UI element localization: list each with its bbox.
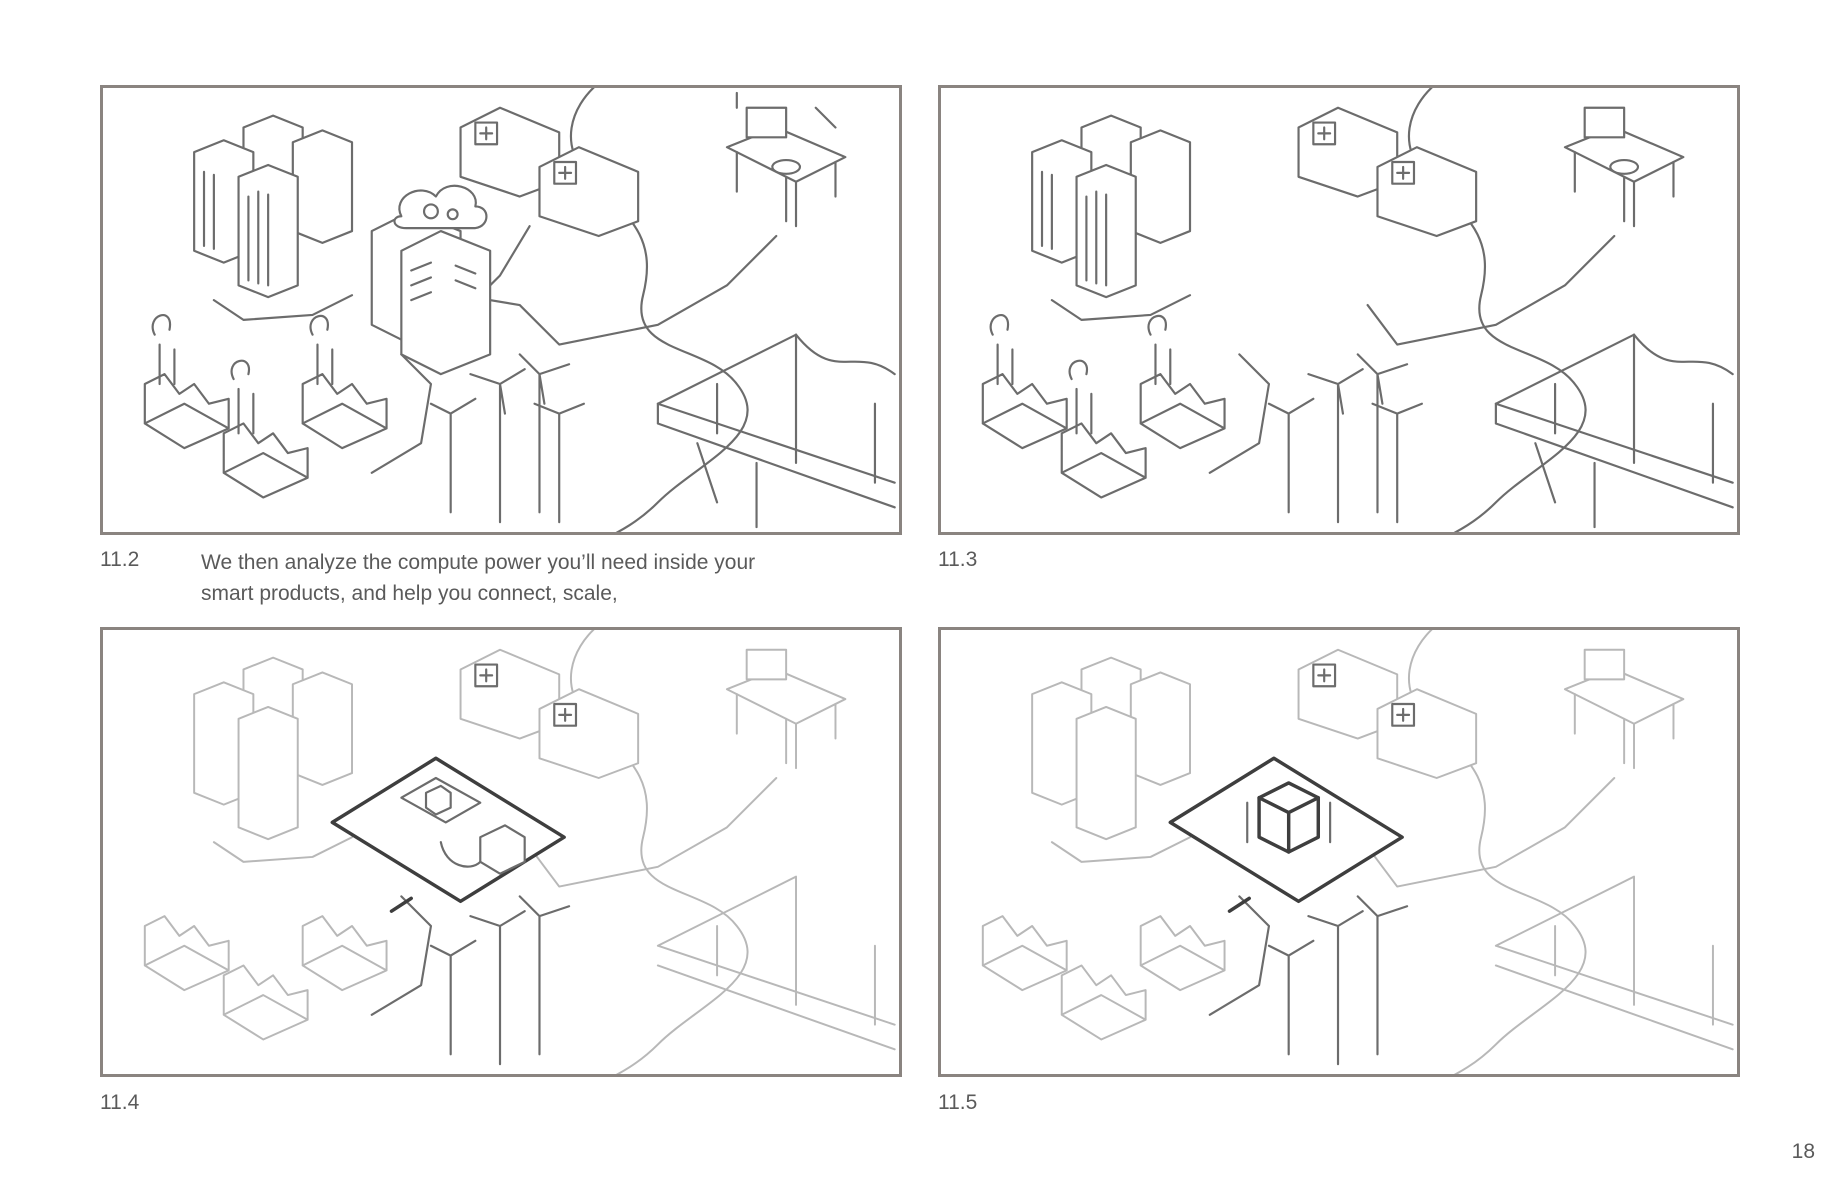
cube-icon xyxy=(424,784,452,816)
caption-line: smart products, and help you connect, sc… xyxy=(201,582,618,605)
factory-icon xyxy=(981,915,1226,1041)
oil-rig-icon xyxy=(725,91,847,228)
sketch-illustration-11-3 xyxy=(981,88,1734,532)
sketch-illustration-11-5 xyxy=(981,630,1734,1074)
wind-turbine-icon xyxy=(429,895,571,1066)
storyboard-panel-11-2 xyxy=(100,85,902,535)
medical-device-icon xyxy=(459,648,640,779)
sketch-illustration-11-2 xyxy=(143,88,896,532)
oil-rig-icon xyxy=(1563,106,1685,228)
office-buildings-icon xyxy=(1031,656,1191,841)
panel-label: 11.4 xyxy=(100,1091,140,1114)
wind-turbine-icon xyxy=(1267,895,1409,1066)
medical-device-icon xyxy=(459,106,640,238)
oil-rig-icon xyxy=(725,648,847,770)
factory-icon xyxy=(143,314,388,499)
wind-turbine-icon xyxy=(429,353,585,524)
caption-line: We then analyze the compute power you’ll… xyxy=(201,551,756,574)
connection-line xyxy=(459,234,778,346)
platform-diamond-icon xyxy=(1168,756,1404,913)
factory-icon xyxy=(981,314,1226,499)
office-buildings-icon xyxy=(193,114,354,299)
server-cluster-icon xyxy=(370,184,492,376)
medical-device-icon xyxy=(1297,106,1478,238)
office-buildings-icon xyxy=(1031,114,1192,299)
storyboard-panel-11-3 xyxy=(938,85,1740,535)
oil-rig-icon xyxy=(1563,648,1685,770)
power-line-icon xyxy=(1494,875,1734,1051)
cloud-gears-icon xyxy=(393,184,488,230)
sketch-illustration-11-4 xyxy=(143,630,896,1074)
power-line-icon xyxy=(656,875,896,1051)
storyboard-panel-11-4 xyxy=(100,627,902,1077)
page-number: 18 xyxy=(1791,1140,1815,1163)
connection-line xyxy=(212,294,354,321)
panel-label: 11.5 xyxy=(938,1091,978,1114)
panel-label: 11.3 xyxy=(938,548,978,571)
panel-caption: We then analyze the compute power you’ll… xyxy=(201,547,891,609)
storyboard-panel-11-5 xyxy=(938,627,1740,1077)
panel-label: 11.2 xyxy=(100,548,140,571)
connection-line xyxy=(370,353,433,474)
factory-icon xyxy=(143,915,388,1041)
office-buildings-icon xyxy=(193,656,354,841)
power-line-icon xyxy=(1494,333,1734,529)
wind-turbine-icon xyxy=(1267,353,1423,524)
platform-diamond-icon xyxy=(330,756,566,913)
medical-device-icon xyxy=(1297,648,1478,779)
power-line-icon xyxy=(656,333,896,529)
